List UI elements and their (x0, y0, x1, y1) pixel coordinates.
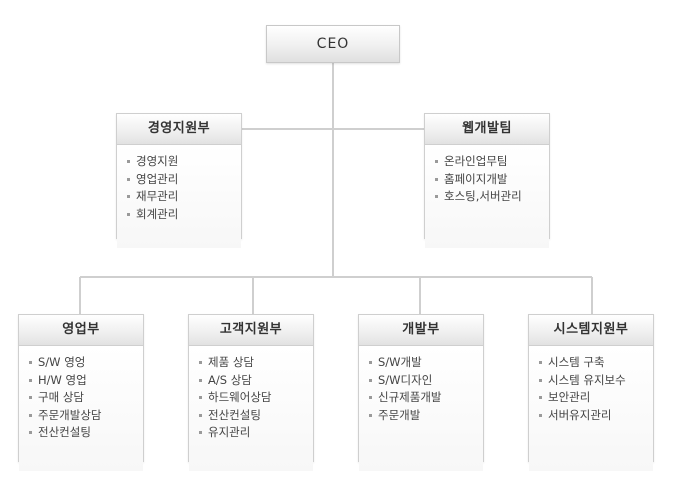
bullet-icon (199, 431, 202, 435)
list-item: 유지관리 (199, 424, 313, 442)
dept-sales-list: S/W 영엉 H/W 영업 구매 상담 주문개발상담 전산컨설팅 (29, 354, 143, 442)
bullet-icon (127, 212, 130, 216)
ceo-box: CEO (266, 25, 400, 63)
list-item: 회계관리 (127, 206, 241, 224)
list-item: S/W개발 (369, 354, 483, 372)
bullet-icon (369, 361, 372, 365)
bullet-icon (369, 396, 372, 400)
dept-sales-body: S/W 영엉 H/W 영업 구매 상담 주문개발상담 전산컨설팅 (19, 346, 143, 471)
dept-system: 시스템지원부 시스템 구축 시스템 유지보수 보안관리 서버유지관리 (528, 314, 654, 471)
dept-dev-list: S/W개발 S/W디자인 신규제품개발 주문개발 (369, 354, 483, 424)
bullet-icon (539, 378, 542, 382)
bullet-icon (29, 396, 32, 400)
list-item: S/W 영엉 (29, 354, 143, 372)
dept-support-list: 제품 상담 A/S 상담 하드웨어상담 전산컨설팅 유지관리 (199, 354, 313, 442)
bullet-icon (199, 396, 202, 400)
list-item: 전산컨설팅 (199, 407, 313, 425)
list-item: 신규제품개발 (369, 389, 483, 407)
dept-management-list: 경영지원 영업관리 재무관리 회계관리 (127, 153, 241, 223)
dept-sales: 영업부 S/W 영엉 H/W 영업 구매 상담 주문개발상담 전산컨설팅 (18, 314, 144, 471)
bullet-icon (435, 195, 438, 199)
bullet-icon (435, 160, 438, 164)
dept-web: 웹개발팀 온라인업무팀 홈페이지개발 호스팅,서버관리 (424, 113, 550, 248)
list-item: 홈페이지개발 (435, 171, 549, 189)
bullet-icon (539, 396, 542, 400)
list-item: 하드웨어상담 (199, 389, 313, 407)
dept-support-title: 고객지원부 (189, 315, 313, 346)
bullet-icon (29, 413, 32, 417)
list-item: 시스템 구축 (539, 354, 653, 372)
dept-dev-body: S/W개발 S/W디자인 신규제품개발 주문개발 (359, 346, 483, 471)
dept-web-body: 온라인업무팀 홈페이지개발 호스팅,서버관리 (425, 145, 549, 248)
dept-system-list: 시스템 구축 시스템 유지보수 보안관리 서버유지관리 (539, 354, 653, 424)
list-item: A/S 상담 (199, 372, 313, 390)
dept-system-title: 시스템지원부 (529, 315, 653, 346)
list-item: 온라인업무팀 (435, 153, 549, 171)
dept-management-body: 경영지원 영업관리 재무관리 회계관리 (117, 145, 241, 248)
dept-dev: 개발부 S/W개발 S/W디자인 신규제품개발 주문개발 (358, 314, 484, 471)
bullet-icon (539, 413, 542, 417)
dept-management-title: 경영지원부 (117, 114, 241, 145)
list-item: 경영지원 (127, 153, 241, 171)
list-item: H/W 영업 (29, 372, 143, 390)
dept-web-list: 온라인업무팀 홈페이지개발 호스팅,서버관리 (435, 153, 549, 206)
bullet-icon (29, 378, 32, 382)
list-item: 시스템 유지보수 (539, 372, 653, 390)
bullet-icon (199, 413, 202, 417)
bullet-icon (127, 160, 130, 164)
bullet-icon (29, 361, 32, 365)
dept-management: 경영지원부 경영지원 영업관리 재무관리 회계관리 (116, 113, 242, 248)
dept-sales-title: 영업부 (19, 315, 143, 346)
bullet-icon (369, 378, 372, 382)
bullet-icon (369, 413, 372, 417)
bullet-icon (199, 361, 202, 365)
list-item: 영업관리 (127, 171, 241, 189)
bullet-icon (127, 177, 130, 181)
list-item: S/W디자인 (369, 372, 483, 390)
list-item: 호스팅,서버관리 (435, 188, 549, 206)
list-item: 서버유지관리 (539, 407, 653, 425)
bullet-icon (127, 195, 130, 199)
dept-system-body: 시스템 구축 시스템 유지보수 보안관리 서버유지관리 (529, 346, 653, 471)
list-item: 보안관리 (539, 389, 653, 407)
list-item: 전산컨설팅 (29, 424, 143, 442)
dept-web-title: 웹개발팀 (425, 114, 549, 145)
dept-support: 고객지원부 제품 상담 A/S 상담 하드웨어상담 전산컨설팅 유지관리 (188, 314, 314, 471)
list-item: 제품 상담 (199, 354, 313, 372)
bullet-icon (435, 177, 438, 181)
list-item: 주문개발 (369, 407, 483, 425)
bullet-icon (29, 431, 32, 435)
bullet-icon (539, 361, 542, 365)
dept-dev-title: 개발부 (359, 315, 483, 346)
list-item: 주문개발상담 (29, 407, 143, 425)
list-item: 구매 상담 (29, 389, 143, 407)
list-item: 재무관리 (127, 188, 241, 206)
bullet-icon (199, 378, 202, 382)
dept-support-body: 제품 상담 A/S 상담 하드웨어상담 전산컨설팅 유지관리 (189, 346, 313, 471)
